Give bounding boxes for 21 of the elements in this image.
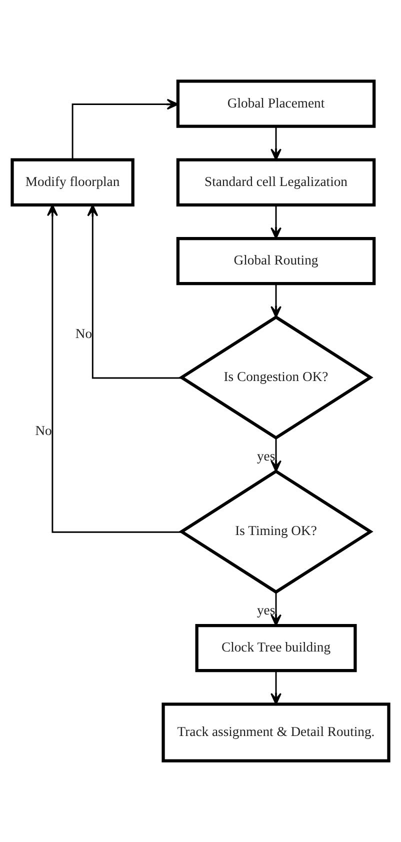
arrow xyxy=(270,205,282,240)
arrow xyxy=(270,670,282,705)
node-box: Modify floorplan xyxy=(10,158,134,207)
node-box: Standard cell Legalization xyxy=(176,158,376,207)
edge-label: yes xyxy=(256,602,276,618)
arrow xyxy=(72,98,179,160)
arrow xyxy=(270,592,282,626)
node-diamond: Is Timing OK? xyxy=(178,469,374,594)
arrow xyxy=(270,438,282,472)
arrow xyxy=(87,204,182,379)
arrow xyxy=(47,204,182,533)
arrow xyxy=(270,126,282,160)
edge-label: yes xyxy=(256,448,276,464)
node-box: Global Routing xyxy=(176,236,376,286)
arrow xyxy=(270,284,282,318)
node-box: Track assignment & Detail Routing. xyxy=(162,702,390,762)
node-diamond: Is Congestion OK? xyxy=(178,315,374,440)
edge-label: No xyxy=(35,422,52,438)
node-box: Clock Tree building xyxy=(195,624,357,672)
node-box: Global Placement xyxy=(176,80,376,128)
edge-label: No xyxy=(75,326,92,341)
